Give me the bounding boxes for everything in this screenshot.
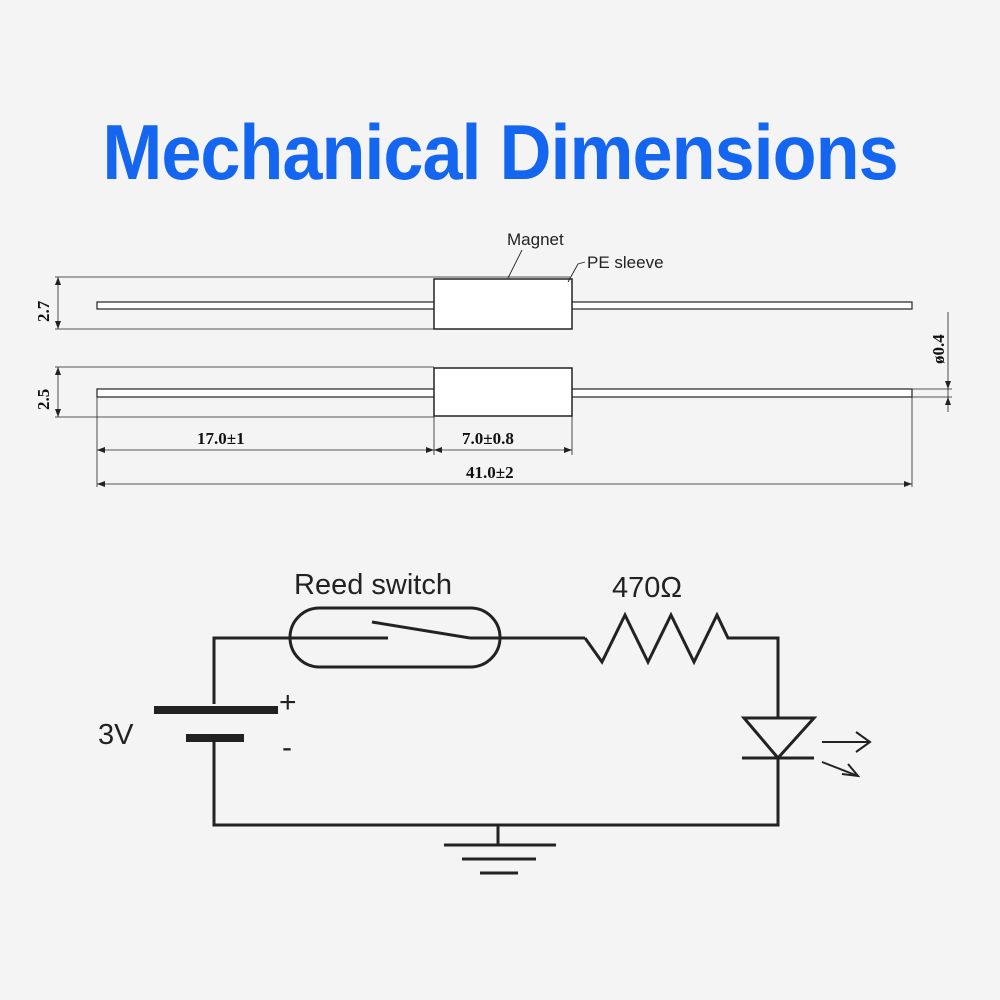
- wire-right: [212, 742, 780, 827]
- top-magnet-body: [433, 278, 573, 330]
- sleeve-leader: [567, 261, 586, 283]
- reed-contact-blade: [371, 620, 471, 640]
- dim-total-length: 41.0±2: [466, 463, 514, 482]
- ground-symbol: [444, 825, 556, 875]
- resistor-label: 470Ω: [612, 572, 682, 604]
- circuit-diagram: [212, 606, 872, 875]
- reed-switch-label: Reed switch: [294, 569, 452, 601]
- dim-lead-length: 17.0±1: [197, 429, 245, 448]
- battery-minus-label: -: [282, 731, 292, 764]
- magnet-label: Magnet: [507, 230, 564, 249]
- dim-body-length: 7.0±0.8: [462, 429, 514, 448]
- resistor: [583, 611, 780, 718]
- dim-diameter: ø0.4: [929, 334, 948, 364]
- battery-plus-label: +: [279, 686, 297, 719]
- led-symbol: [740, 716, 818, 761]
- bottom-view: [55, 366, 913, 418]
- battery-symbol: [154, 706, 278, 742]
- dim-height-bottom: 2.5: [34, 389, 53, 410]
- led-light-arrows: [821, 731, 872, 778]
- top-view: [55, 249, 913, 330]
- pe-sleeve-label: PE sleeve: [587, 253, 664, 272]
- dim-height-top: 2.7: [34, 300, 53, 322]
- page-title: Mechanical Dimensions: [102, 109, 898, 197]
- magnet-leader: [507, 249, 523, 279]
- battery-voltage-label: 3V: [98, 719, 134, 751]
- mechanical-drawing: [55, 249, 952, 487]
- bottom-magnet-body: [433, 367, 573, 417]
- wire-top-left: [212, 636, 290, 704]
- dimension-arrows: [55, 277, 951, 487]
